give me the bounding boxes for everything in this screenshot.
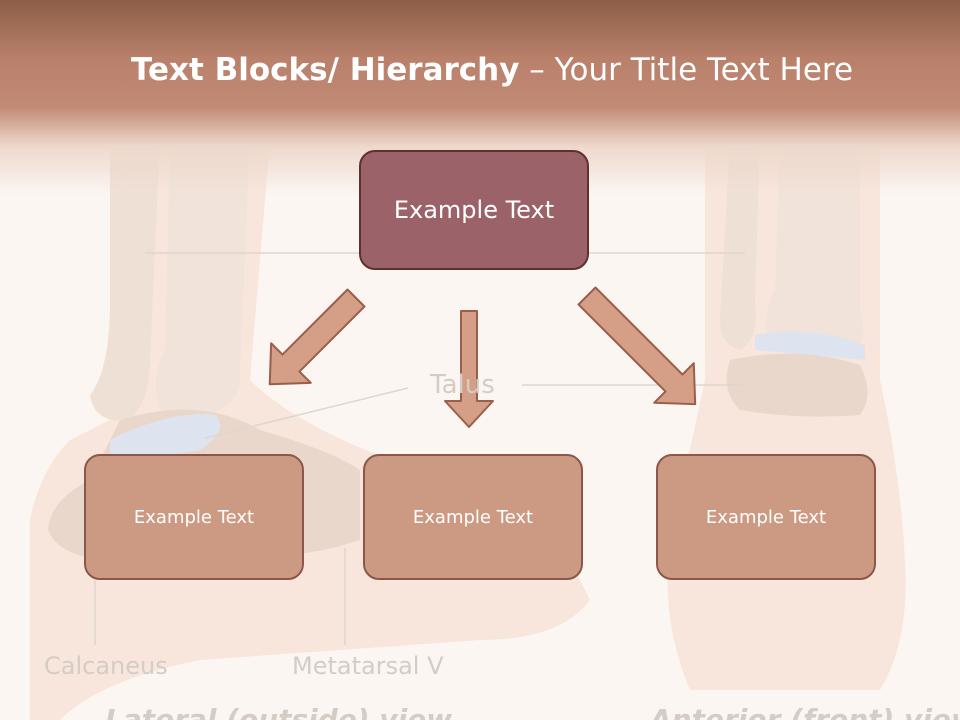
talus-anterior <box>726 353 868 417</box>
title-bold-part: Text Blocks/ Hierarchy <box>130 52 520 88</box>
title-separator: – <box>519 52 555 88</box>
arrow-to-right-block <box>577 286 697 406</box>
label-lateral-view: Lateral (outside) view <box>105 703 453 720</box>
hierarchy-child-block-center[interactable]: Example Text <box>363 454 583 580</box>
label-anterior-view: Anterior (front) view <box>650 703 960 720</box>
slide-title: Text Blocks/ Hierarchy – Your Title Text… <box>0 52 960 88</box>
tibia-lateral <box>156 140 250 415</box>
hierarchy-child-block-right[interactable]: Example Text <box>656 454 876 580</box>
title-rest-part: Your Title Text Here <box>554 52 854 88</box>
hierarchy-child-block-left[interactable]: Example Text <box>84 454 304 580</box>
label-calcaneus: Calcaneus <box>44 652 168 680</box>
label-metatarsal: Metatarsal V <box>292 652 444 680</box>
joint-cartilage-anterior <box>755 331 865 360</box>
leader-line <box>204 387 409 439</box>
arrow-to-left-block <box>268 288 366 386</box>
fibula-lateral <box>90 140 160 421</box>
joint-cartilage-lateral <box>110 414 220 457</box>
label-talus: Talus <box>430 370 495 400</box>
arrow-to-center-block <box>444 310 494 428</box>
hierarchy-root-block[interactable]: Example Text <box>359 150 589 270</box>
